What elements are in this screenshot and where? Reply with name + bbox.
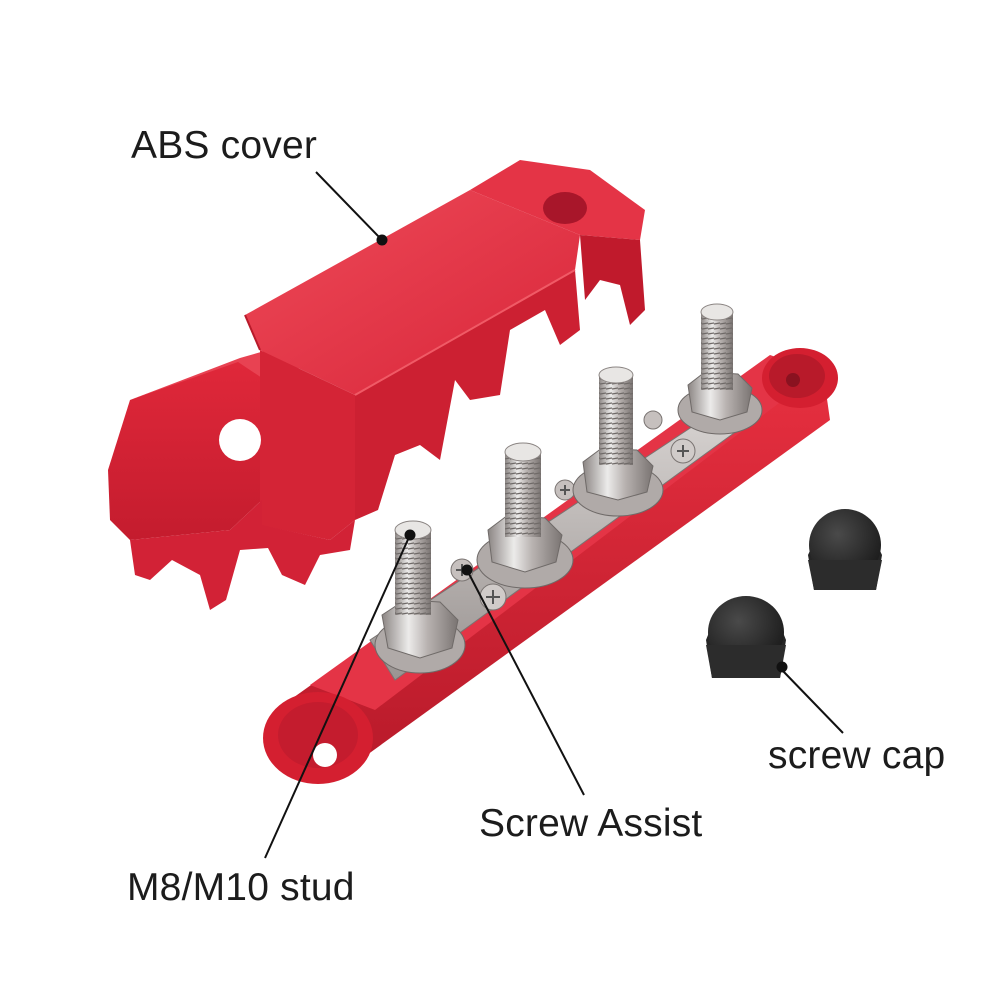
cover-hole-left: [219, 419, 261, 461]
screw-assist-dot-icon: [461, 564, 473, 576]
screw-cap-icon: [706, 596, 786, 678]
stud-dot-icon: [404, 529, 416, 541]
screw-cap-label: screw cap: [768, 734, 946, 777]
screw-cap-icon: [808, 509, 882, 590]
stud-icon: [476, 442, 574, 589]
stud-icon: [677, 303, 763, 435]
screw-assist-leader: [466, 569, 585, 796]
cover-hole-right: [543, 192, 587, 224]
stud-icon: [572, 366, 664, 517]
screw-caps: [706, 509, 882, 678]
screw-cap-dot-icon: [776, 661, 788, 673]
screw-assist-icon: [479, 583, 507, 611]
stud-leader: [264, 534, 411, 859]
abs-cover-label: ABS cover: [131, 124, 318, 167]
mount-hole-right: [786, 373, 800, 387]
stud-icon: [374, 520, 466, 674]
abs-cover-leader: [315, 171, 383, 241]
screw-assist-icon: [643, 410, 663, 430]
screw-assist-icon: [670, 438, 696, 464]
abs-cover: [108, 160, 645, 610]
leader-lines: [264, 171, 844, 859]
mount-hole-left: [313, 743, 337, 767]
abs-cover-dot-icon: [376, 234, 388, 246]
screw-assist-label: Screw Assist: [479, 802, 703, 845]
studs: [374, 303, 763, 674]
screw-cap-leader: [781, 669, 844, 734]
screw-assists: [450, 410, 696, 611]
stud-label: M8/M10 stud: [127, 866, 355, 909]
screw-assist-icon: [554, 479, 576, 501]
